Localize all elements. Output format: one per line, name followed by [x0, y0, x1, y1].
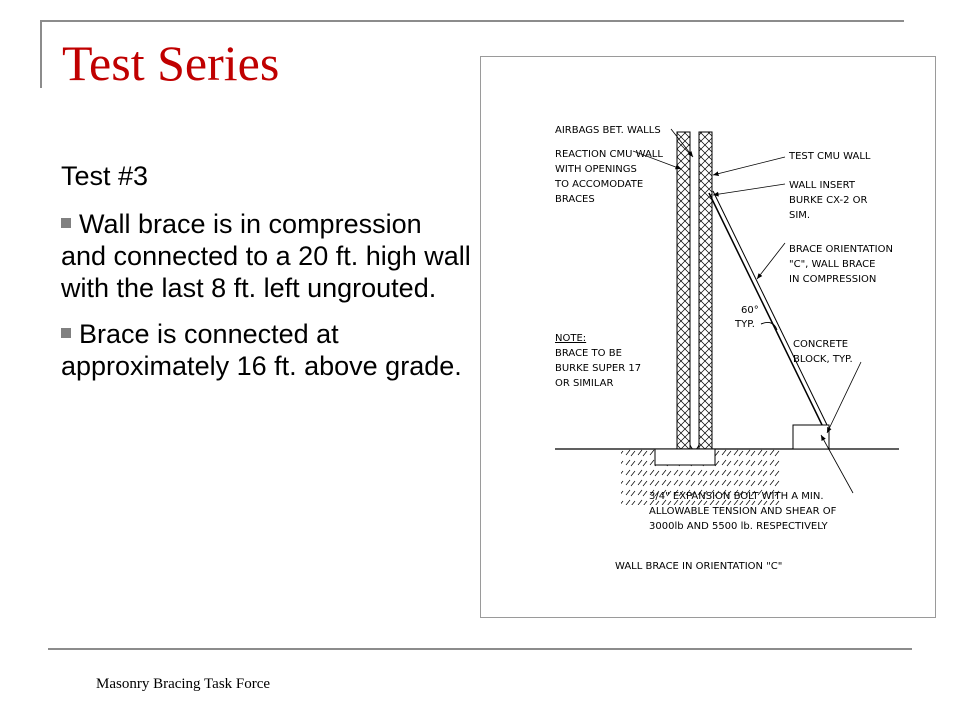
bullet-item: Wall brace is in compression and connect…: [61, 208, 471, 304]
test-heading: Test #3: [61, 161, 149, 191]
label-angle: 60°: [741, 305, 759, 316]
test-wall: [698, 131, 713, 453]
label-reaction-3: TO ACCOMODATE: [554, 179, 643, 190]
leader-insert: [712, 183, 786, 197]
leader-bolt: [820, 434, 854, 494]
label-bolt-3: 3000lb AND 5500 lb. RESPECTIVELY: [649, 521, 828, 532]
label-reaction-4: BRACES: [555, 194, 595, 205]
leader-brace: [756, 242, 786, 280]
reaction-wall: [676, 131, 691, 453]
footing: [654, 448, 716, 466]
leader-concrete: [826, 361, 862, 434]
brace-line: [708, 192, 825, 430]
label-note-4: OR SIMILAR: [555, 378, 614, 389]
bullet-item: Brace is connected at approximately 16 f…: [61, 318, 471, 382]
label-typ: TYP.: [734, 319, 755, 330]
bullet-text: Brace is connected at approximately 16 f…: [61, 319, 462, 381]
top-rule: [40, 20, 904, 22]
square-bullet-icon: [61, 327, 71, 338]
slide-body: Test #3 Wall brace is in compression and…: [61, 160, 471, 396]
label-note-3: BURKE SUPER 17: [555, 363, 641, 374]
drawing-caption: WALL BRACE IN ORIENTATION "C": [615, 561, 782, 572]
label-note-1: NOTE:: [555, 333, 586, 344]
label-bolt-2: ALLOWABLE TENSION AND SHEAR OF: [649, 506, 837, 517]
bottom-rule: [48, 648, 912, 650]
brace-line-2: [712, 190, 829, 428]
slide-title: Test Series: [62, 35, 280, 91]
label-concrete-2: BLOCK, TYP.: [793, 354, 853, 365]
label-airbags: AIRBAGS BET. WALLS: [555, 125, 661, 136]
square-bullet-icon: [61, 217, 71, 228]
leader-reaction: [632, 150, 682, 170]
leader-test-wall: [712, 156, 786, 176]
label-insert-3: SIM.: [789, 210, 810, 221]
label-insert-2: BURKE CX-2 OR: [789, 195, 868, 206]
footer-text: Masonry Bracing Task Force: [96, 676, 271, 692]
label-reaction-2: WITH OPENINGS: [555, 164, 637, 175]
label-insert-1: WALL INSERT: [789, 180, 856, 191]
label-bolt-1: 3/4" EXPANSION BOLT WITH A MIN.: [649, 491, 824, 502]
drawing-canvas: AIRBAGS BET. WALLS REACTION CMU WALL WIT…: [554, 125, 899, 572]
leader-airbags: [670, 128, 694, 158]
label-concrete-1: CONCRETE: [793, 339, 848, 350]
label-reaction-1: REACTION CMU WALL: [555, 149, 663, 160]
bullet-text: Wall brace is in compression and connect…: [61, 209, 471, 303]
label-note-2: BRACE TO BE: [555, 348, 622, 359]
left-rule: [40, 20, 42, 88]
label-brace-1: BRACE ORIENTATION: [789, 244, 893, 255]
label-test-wall: TEST CMU WALL: [788, 151, 871, 162]
concrete-block: [792, 424, 830, 450]
label-brace-3: IN COMPRESSION: [789, 274, 876, 285]
label-brace-2: "C", WALL BRACE: [789, 259, 875, 270]
angle-arc: [760, 322, 778, 331]
wall-brace-drawing: AIRBAGS BET. WALLS REACTION CMU WALL WIT…: [480, 56, 936, 618]
